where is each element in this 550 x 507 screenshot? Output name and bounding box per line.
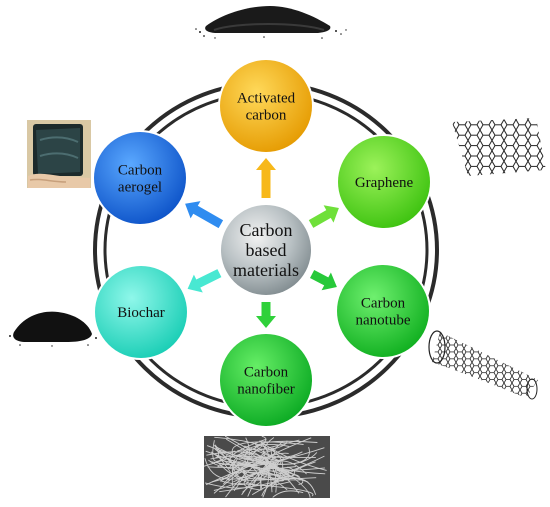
- arrow-to-graphene: [308, 205, 339, 228]
- center-circle: [221, 205, 311, 295]
- node-circle: [338, 136, 430, 228]
- activated-carbon-powder-image: [195, 6, 347, 39]
- node-label-line: Carbon: [118, 163, 163, 179]
- node-label-line: Carbon: [361, 296, 406, 312]
- node-circle: [220, 334, 312, 426]
- graphene-lattice-image: [452, 118, 546, 176]
- node-circle: [337, 265, 429, 357]
- arrow-to-activated-carbon: [256, 158, 276, 198]
- node-circle: [94, 132, 186, 224]
- arrows-group: [185, 158, 339, 328]
- node-label-line: carbon: [246, 108, 287, 124]
- node-circle: [220, 60, 312, 152]
- biochar-powder-image: [9, 311, 97, 347]
- node-label-line: Biochar: [117, 305, 164, 321]
- node-label-line: nanotube: [356, 313, 411, 329]
- center-label-line: materials: [233, 260, 299, 280]
- center-label-line: based: [246, 240, 287, 260]
- nodes-group: ActivatedcarbonGrapheneCarbonnanotubeCar…: [92, 58, 432, 428]
- node-label-line: Carbon: [244, 365, 289, 381]
- node-biochar: Biochar: [93, 264, 189, 360]
- node-graphene: Graphene: [336, 134, 432, 230]
- node-label-line: aerogel: [118, 180, 162, 196]
- center-label-line: Carbon: [240, 220, 293, 240]
- nanofiber-micrograph-image: [203, 435, 330, 498]
- arrow-to-biochar: [187, 269, 222, 293]
- node-circle: [95, 266, 187, 358]
- arrow-to-carbon-aerogel: [185, 201, 224, 229]
- nanotube-image: [428, 330, 538, 400]
- aerogel-block-image: [27, 120, 91, 188]
- arrow-to-carbon-nanofiber: [256, 302, 276, 328]
- node-label-line: Graphene: [355, 175, 414, 191]
- node-label-line: nanofiber: [237, 382, 294, 398]
- node-label-line: Activated: [237, 91, 296, 107]
- arrow-to-carbon-nanotube: [310, 270, 337, 291]
